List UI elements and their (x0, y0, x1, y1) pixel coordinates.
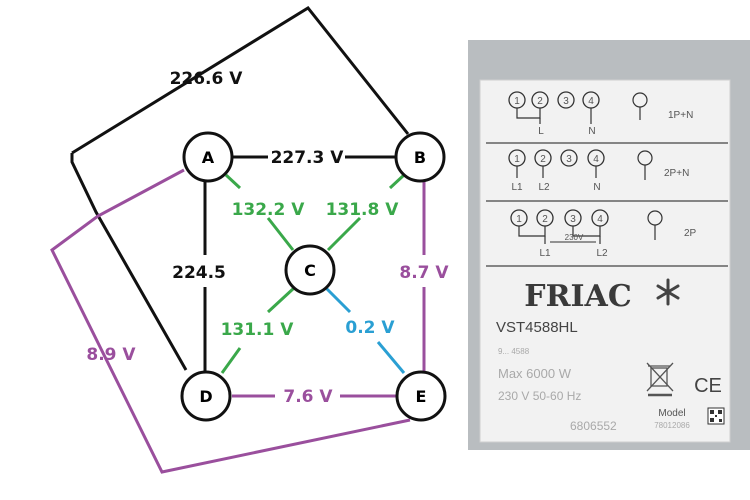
node-c: C (284, 244, 336, 296)
qr-code-icon (707, 407, 725, 425)
plate-row2-mode: 2P+N (664, 168, 689, 179)
node-c-label: C (304, 261, 316, 280)
bridge-icon (518, 226, 546, 237)
wire-outer-top (71, 6, 410, 155)
model-code: 78012086 (654, 421, 690, 430)
node-d: D (180, 370, 232, 422)
wire-c-e-bottom (376, 341, 406, 374)
wire-outer-left-black (70, 153, 188, 371)
terminal-label: 4 (597, 214, 603, 225)
terminal-3-icon (557, 91, 575, 109)
serial-number: 6806552 (570, 419, 617, 433)
terminal-label: 1 (516, 214, 522, 225)
label-b-c: 131.8 V (326, 200, 400, 220)
label-d-e: 7.6 V (283, 387, 333, 407)
plate-row3-voltage: 230V (565, 233, 584, 242)
plate-row1-mode: 1P+N (668, 110, 693, 121)
bridge-icon (516, 108, 541, 119)
terminal-label: 4 (593, 154, 599, 165)
terminal-3-icon (560, 149, 578, 167)
wire-c-d-bottom (220, 347, 242, 374)
wire-outer-purple (50, 168, 411, 474)
label-outer-left: 8.9 V (86, 345, 136, 365)
plate-row3-mode: 2P (684, 228, 697, 239)
wire-a-c-bottom (266, 217, 295, 251)
plate-row-1: 1 2 3 4 L N 1P+N (508, 91, 693, 137)
plate-row3-l2: L2 (596, 248, 608, 259)
wire-b-c-top (388, 173, 406, 190)
wire-b-c-bottom (326, 216, 362, 252)
model-label: Model (658, 408, 685, 419)
bridge-icon (572, 226, 601, 237)
plate (479, 79, 731, 443)
product-code: 9... 4588 (498, 347, 530, 356)
wire-a-c-top (224, 173, 242, 190)
terminal-label: 2 (542, 214, 548, 225)
node-e: E (395, 370, 447, 422)
terminal-label: 3 (566, 154, 572, 165)
plate-row1-n: N (588, 126, 595, 137)
wiring-diagram: A B C D E 226.6 V 227.3 V 132.2 V 131.8 … (50, 6, 449, 474)
wire-c-e-top (324, 286, 352, 314)
terminal-label: 2 (540, 154, 546, 165)
supply-rating: 230 V 50-60 Hz (498, 389, 581, 403)
snowflake-logo-icon (656, 278, 680, 306)
label-a-c: 132.2 V (232, 200, 306, 220)
plate-row2-n: N (593, 182, 600, 193)
label-a-b: 227.3 V (271, 148, 345, 168)
label-c-d: 131.1 V (221, 320, 295, 340)
node-b: B (394, 131, 446, 183)
plate-row2-l1: L1 (511, 182, 523, 193)
ce-mark: CE (694, 375, 722, 397)
model-number: VST4588HL (496, 319, 578, 336)
plate-row1-l: L (538, 126, 544, 137)
node-a-label: A (202, 148, 215, 167)
terminal-label: 3 (563, 96, 569, 107)
label-a-d: 224.5 (172, 263, 226, 283)
terminal-label: 3 (570, 214, 576, 225)
terminal-label: 2 (537, 96, 543, 107)
node-d-label: D (199, 387, 212, 406)
terminal-label: 1 (514, 154, 520, 165)
terminal-label: 4 (588, 96, 594, 107)
plate-row2-l2: L2 (538, 182, 550, 193)
max-power: Max 6000 W (498, 366, 572, 381)
label-c-e: 0.2 V (345, 318, 395, 338)
rating-plate-photo: 1 2 3 4 L N 1P+N 1 2 3 4 (468, 40, 750, 450)
wire-c-d-top (266, 286, 296, 314)
weee-bin-icon (646, 362, 674, 397)
terminal-label: 1 (514, 96, 520, 107)
label-b-e: 8.7 V (399, 263, 449, 283)
label-outer-top: 226.6 V (170, 69, 244, 89)
plate-row-2: 1 2 3 4 L1 L2 N 2P+N (508, 149, 689, 193)
plate-row3-l1: L1 (539, 248, 551, 259)
brand-name: FRIAC (524, 279, 631, 314)
node-e-label: E (416, 387, 427, 406)
node-b-label: B (414, 148, 426, 167)
plate-row-3: 1 2 3 4 L1 230V L2 2P (510, 209, 697, 259)
node-a: A (182, 131, 234, 183)
